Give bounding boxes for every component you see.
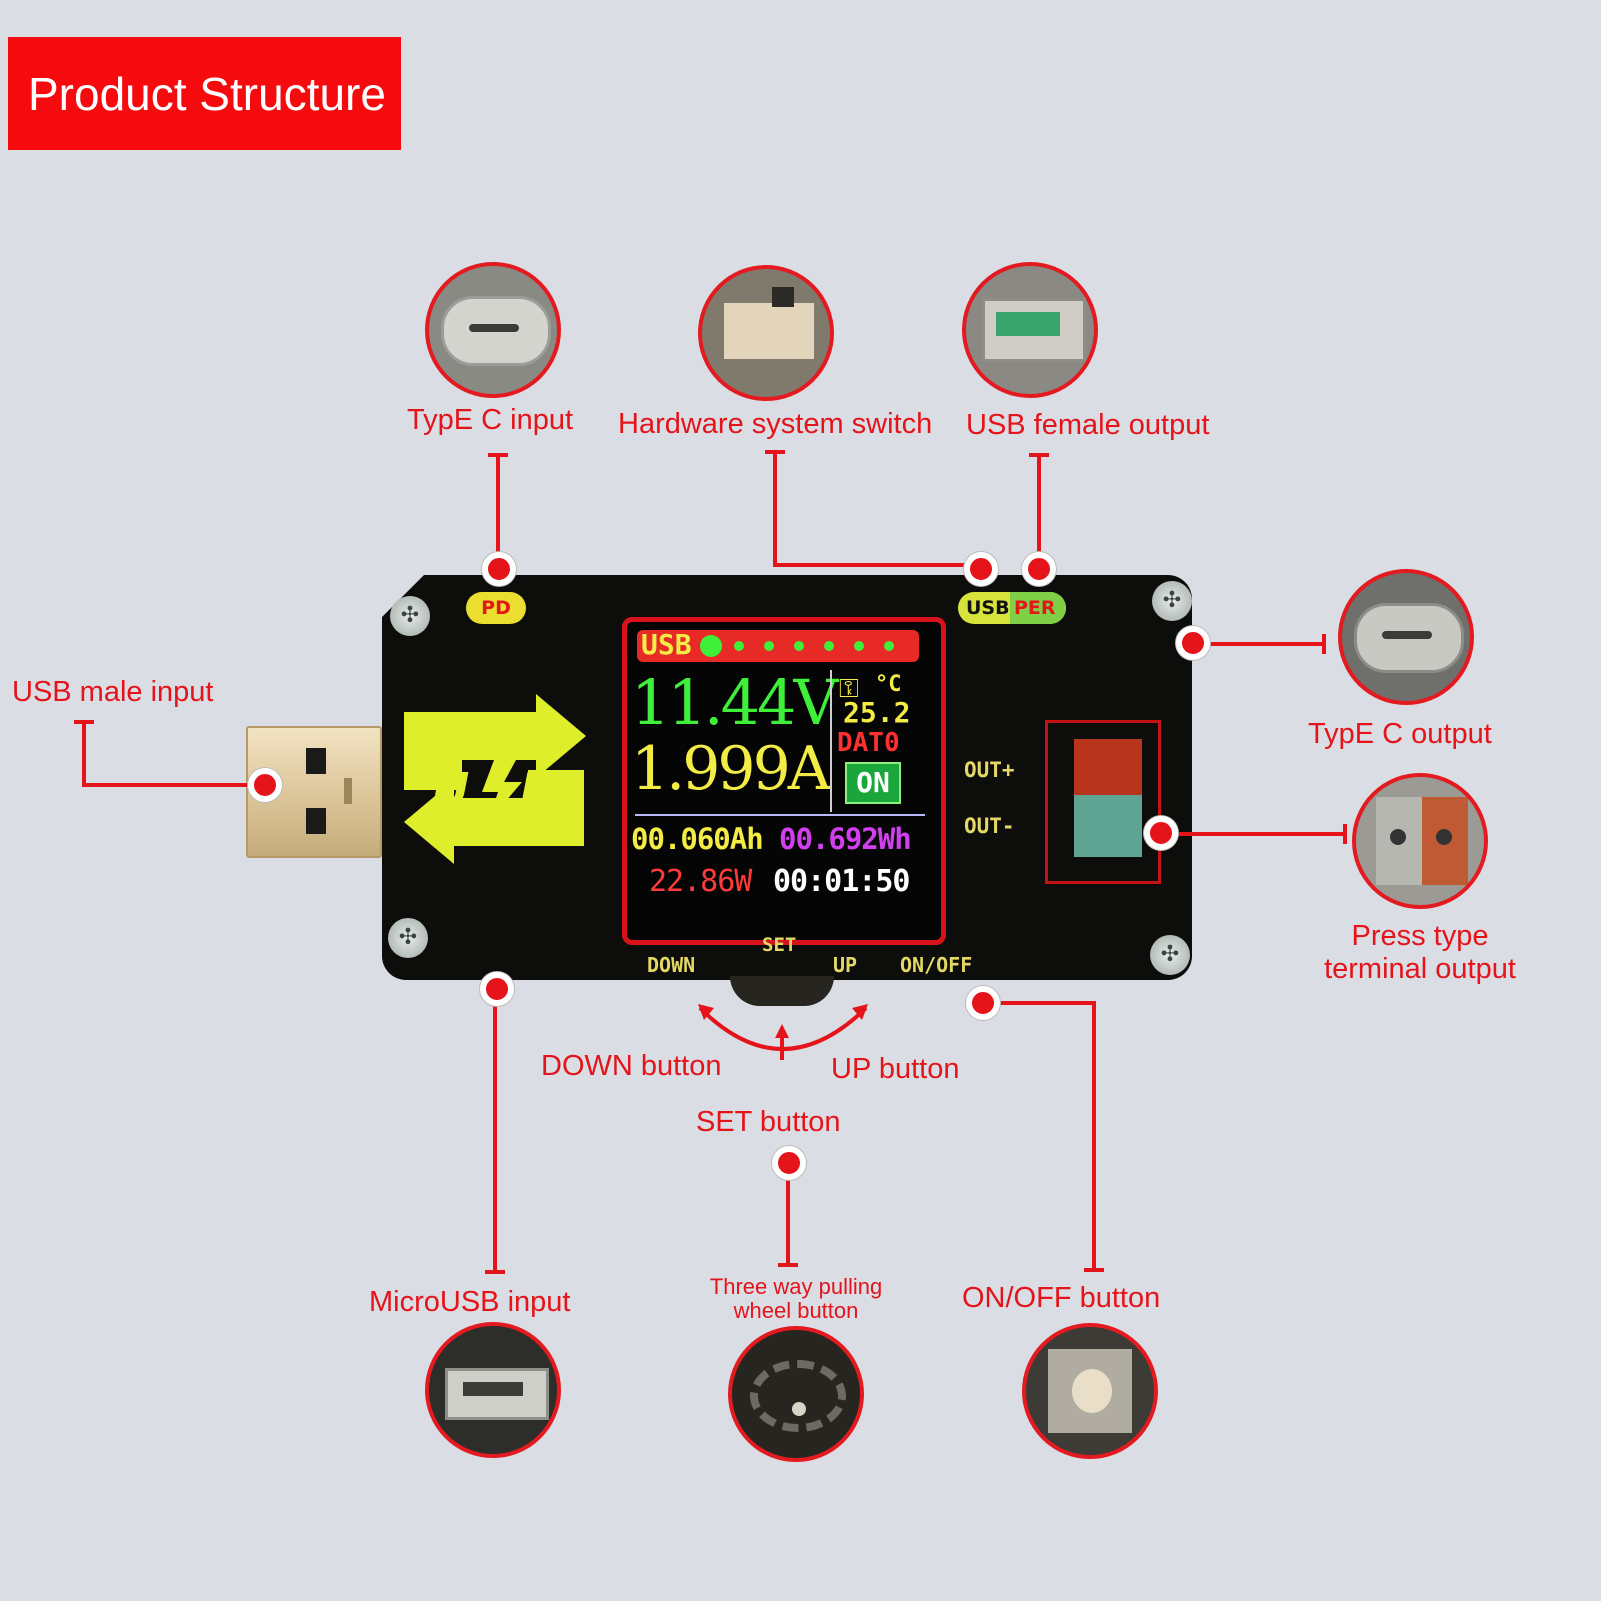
marker-microusb <box>480 972 514 1006</box>
label-up-button: UP button <box>831 1053 960 1085</box>
out-minus-label: OUT- <box>964 814 1015 838</box>
temperature-readout: 25.2 <box>843 696 911 729</box>
label-pulling-wheel-line2: wheel button <box>733 1297 859 1323</box>
title-banner: Product Structure <box>8 37 401 150</box>
marker-hardware-switch <box>964 552 998 586</box>
marker-typec-input <box>482 552 516 586</box>
pulling-wheel <box>730 976 834 1006</box>
label-pulling-wheel: Three way pulling wheel button <box>696 1275 896 1323</box>
marker-set <box>772 1146 806 1180</box>
out-plus-label: OUT+ <box>964 758 1015 782</box>
label-set-button: SET button <box>696 1106 841 1138</box>
down-label: DOWN <box>647 953 696 977</box>
lcd-screen: USB 11.44V 1.999A ⚿ °C 25.2 DAT0 ON 00.0… <box>622 617 946 945</box>
label-usb-male-input: USB male input <box>12 676 214 708</box>
typec-input-detail <box>425 262 561 398</box>
pulling-wheel-detail <box>728 1326 864 1462</box>
press-terminal-frame <box>1045 720 1161 884</box>
press-terminal-detail <box>1352 773 1488 909</box>
microusb-detail <box>425 1322 561 1458</box>
timer-readout: 00:01:50 <box>773 864 910 899</box>
label-typec-input: TypE C input <box>407 404 574 436</box>
label-onoff-button: ON/OFF button <box>962 1282 1161 1314</box>
temperature-unit: °C <box>875 672 902 697</box>
label-typec-output: TypE C output <box>1308 718 1492 750</box>
label-press-terminal-line1: Press type <box>1351 920 1489 952</box>
marker-typec-output <box>1176 626 1210 660</box>
marker-usb-female <box>1022 552 1056 586</box>
up-label: UP <box>833 953 858 977</box>
screw-icon: ✣ <box>390 596 430 636</box>
screen-header: USB <box>641 628 692 661</box>
label-pulling-wheel-line1: Three way pulling <box>709 1274 883 1299</box>
capacity-readout: 00.060Ah <box>631 822 764 856</box>
label-microusb-input: MicroUSB input <box>369 1286 571 1318</box>
per-badge-label: PER <box>1010 592 1066 624</box>
usb-plug-slot <box>344 778 352 804</box>
usb-plug-hole <box>306 808 326 834</box>
signal-dots-icon <box>700 635 894 657</box>
power-readout: 22.86W <box>649 864 752 899</box>
marker-press-terminal <box>1144 816 1178 850</box>
pd-badge: PD <box>466 592 526 624</box>
hardware-switch-detail <box>698 265 834 401</box>
usb-plug-hole <box>306 748 326 774</box>
usb-badge-label: USB <box>966 597 1010 619</box>
screw-icon: ✣ <box>1150 935 1190 975</box>
typec-output-detail <box>1338 569 1474 705</box>
energy-readout: 00.692Wh <box>779 822 912 856</box>
marker-onoff <box>966 986 1000 1020</box>
thermometer-icon: ⚿ <box>839 674 859 704</box>
screw-icon: ✣ <box>1152 581 1192 621</box>
label-down-button: DOWN button <box>541 1050 722 1082</box>
page-title: Product Structure <box>28 68 386 120</box>
screen-divider-vertical <box>830 670 832 812</box>
marker-usb-male <box>248 768 282 802</box>
usb-female-detail <box>962 262 1098 398</box>
output-state-badge: ON <box>845 762 901 804</box>
label-hardware-switch: Hardware system switch <box>618 408 933 440</box>
current-readout: 1.999A <box>631 734 831 804</box>
terminal-green-clip <box>1074 795 1142 857</box>
onoff-button-detail <box>1022 1323 1158 1459</box>
screw-icon: ✣ <box>388 918 428 958</box>
label-usb-female-output: USB female output <box>966 409 1210 441</box>
screen-divider-horizontal <box>635 814 925 816</box>
set-label: SET <box>762 934 797 956</box>
terminal-red-clip <box>1074 739 1142 797</box>
mode-readout: DAT0 <box>837 728 900 758</box>
voltage-readout: 11.44V <box>631 666 838 739</box>
onoff-label: ON/OFF <box>900 953 973 977</box>
label-press-terminal-line2: terminal output <box>1324 953 1516 986</box>
screen-header-bar <box>637 630 919 662</box>
usb-per-badge: USB PER <box>958 592 1066 624</box>
label-press-terminal: Press type terminal output <box>1310 920 1530 987</box>
